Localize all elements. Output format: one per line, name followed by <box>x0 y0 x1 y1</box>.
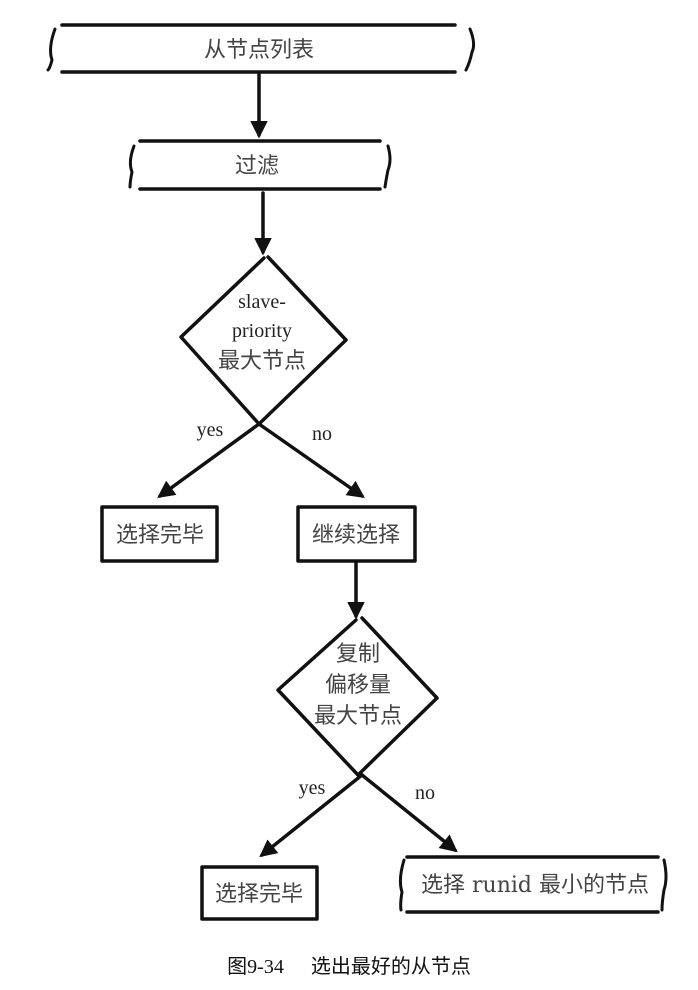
node-filter-label: 过滤 <box>235 154 279 179</box>
decision-slave-priority-line2: priority <box>232 320 292 342</box>
node-min-runid-label: 选择 runid 最小的节点 <box>421 873 649 898</box>
decision-offset-line2: 偏移量 <box>325 673 391 698</box>
node-done-2-label: 选择完毕 <box>215 882 303 907</box>
node-slave-list-label: 从节点列表 <box>204 38 314 63</box>
edge-label-no-1: no <box>312 423 332 445</box>
node-done-2: 选择完毕 <box>200 865 319 921</box>
decision-replication-offset: 复制 偏移量 最大节点 <box>276 616 439 777</box>
node-slave-list: 从节点列表 <box>46 23 476 74</box>
arrow-decision2-no <box>360 773 458 853</box>
decision-offset-line3: 最大节点 <box>314 704 402 729</box>
node-done-1-label: 选择完毕 <box>116 523 204 548</box>
arrow-decision1-no <box>257 422 365 499</box>
figure-number: 图9-34 <box>227 956 284 978</box>
figure-caption: 图9-34 选出最好的从节点 <box>0 950 698 979</box>
edge-label-yes-1: yes <box>197 419 224 441</box>
decision-slave-priority-line1: slave- <box>238 291 286 313</box>
edge-label-yes-2: yes <box>299 777 326 799</box>
arrow-decision1-yes <box>157 422 261 499</box>
node-done-1: 选择完毕 <box>100 505 219 563</box>
arrow-decision2-yes <box>259 773 364 858</box>
figure-title: 选出最好的从节点 <box>310 956 471 978</box>
node-min-runid: 选择 runid 最小的节点 <box>398 855 668 914</box>
decision-slave-priority-line3: 最大节点 <box>218 349 306 374</box>
node-continue-label: 继续选择 <box>312 523 400 548</box>
decision-slave-priority: slave- priority 最大节点 <box>179 255 348 426</box>
node-continue: 继续选择 <box>296 505 417 563</box>
node-filter: 过滤 <box>128 139 392 191</box>
decision-offset-line1: 复制 <box>336 642 380 667</box>
edge-label-no-2: no <box>415 782 435 804</box>
